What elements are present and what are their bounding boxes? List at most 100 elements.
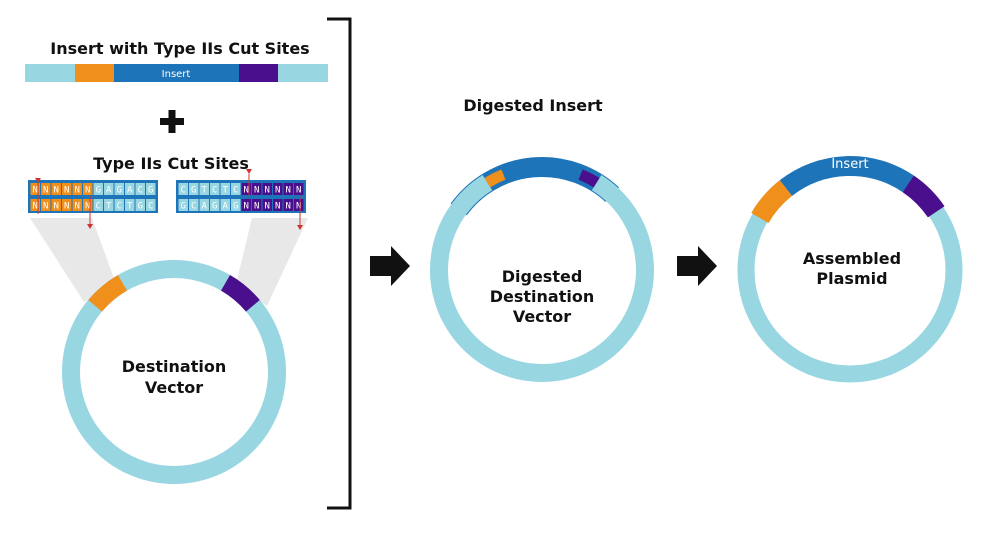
sequence-base: N [43, 202, 48, 212]
sequence-base: N [85, 202, 90, 212]
sequence-cell-top [231, 183, 241, 195]
assembled-plasmid-label-line2: Plasmid [816, 269, 887, 288]
digested-insert-title: Digested Insert [463, 96, 603, 115]
sequence-cell-top [273, 183, 283, 195]
assembled-plasmid-site-right [902, 175, 945, 218]
sequence-cell-bottom [273, 199, 283, 211]
sequence-cell-top [199, 183, 209, 195]
sequence-base: G [181, 202, 186, 212]
sequence-base: N [54, 202, 59, 212]
insert-bar-backbone-right [278, 64, 328, 82]
insert-bar: Insert [25, 64, 328, 82]
sequence-cell-bottom [146, 199, 156, 211]
sequence-base: G [212, 202, 217, 212]
sequence-base: C [96, 202, 101, 212]
sequence-cell-bottom [252, 199, 262, 211]
sequence-cell-bottom [262, 199, 272, 211]
sequence-cell-top [262, 183, 272, 195]
sequence-cell-bottom [241, 199, 251, 211]
sequence-base: G [233, 202, 238, 212]
digested-vector: Digested Destination Vector [430, 169, 654, 382]
insert-title: Insert with Type IIs Cut Sites [50, 39, 309, 58]
sequence-base: N [244, 202, 249, 212]
sequence-cell-bottom [125, 199, 135, 211]
assembled-plasmid: Insert Assembled Plasmid [737, 156, 963, 383]
destination-vector-label-line1: Destination [122, 357, 227, 376]
cut-marker-right-icon [246, 169, 303, 230]
destination-vector-site-left [88, 275, 128, 312]
digested-vector-site-left [484, 169, 506, 188]
assembled-plasmid-site-left [751, 180, 793, 224]
sequence-cell-bottom [30, 199, 40, 211]
sequence-cell-top [72, 183, 82, 195]
sequence-base: N [254, 202, 259, 212]
sequence-cell-top [189, 183, 199, 195]
sequence-cell-top [210, 183, 220, 195]
insert-bar-site-left [75, 64, 114, 82]
digested-vector-site-right [578, 169, 600, 188]
digested-vector-label-line3: Vector [513, 307, 571, 326]
sequence-cell-bottom [210, 199, 220, 211]
bracket [327, 17, 352, 510]
assembled-plasmid-insert-arc [779, 156, 914, 197]
sequence-base: N [296, 186, 301, 196]
destination-vector-backbone [62, 260, 286, 484]
sequence-cell-bottom [189, 199, 199, 211]
sequence-base: N [265, 186, 270, 196]
sequence-base: G [191, 186, 196, 196]
sequence-base: N [296, 202, 301, 212]
sequence-base: N [43, 186, 48, 196]
sequence-base: N [64, 186, 69, 196]
sequence-cell-bottom [83, 199, 93, 211]
sequence-base: C [212, 186, 217, 196]
sequence-base: G [148, 186, 153, 196]
sequence-base: C [117, 202, 122, 212]
sequence-base: T [202, 186, 208, 196]
sequence-base: C [233, 186, 238, 196]
sequence-base: T [127, 202, 133, 212]
plus-icon [160, 110, 184, 133]
sequence-cell-bottom [41, 199, 51, 211]
sequence-cell-bottom [294, 199, 304, 211]
sequence-base: G [96, 186, 101, 196]
cut-marker-left-icon [35, 178, 93, 229]
sequence-cell-bottom [199, 199, 209, 211]
sequence-cell-top [294, 183, 304, 195]
sequence-cell-bottom [62, 199, 72, 211]
right-site-zoom-shadow [236, 218, 308, 306]
sequence-cell-bottom [283, 199, 293, 211]
assembled-plasmid-insert-label: Insert [831, 157, 868, 172]
insert-bar-backbone-left [25, 64, 75, 82]
sequence-cell-top [93, 183, 103, 195]
sequence-base: A [202, 202, 208, 212]
insert-bar-site-right [239, 64, 278, 82]
sequence-cell-bottom [231, 199, 241, 211]
sequence-cell-bottom [93, 199, 103, 211]
sequence-base: C [138, 186, 143, 196]
sequence-base: N [75, 186, 80, 196]
digested-vector-label-line1: Digested [502, 267, 583, 286]
sequence-base: N [244, 186, 249, 196]
assembled-plasmid-label-line1: Assembled [803, 249, 901, 268]
digested-insert-label: Insert [522, 131, 559, 146]
sequence-cell-top [51, 183, 61, 195]
sequence-cell-bottom [220, 199, 230, 211]
sequence-cell-top [146, 183, 156, 195]
sequence-cell-top [241, 183, 251, 195]
sequence-base: N [275, 202, 280, 212]
sequence-cell-bottom [135, 199, 145, 211]
sequence-cell-bottom [104, 199, 114, 211]
sequence-base: T [223, 186, 229, 196]
sequence-base: G [117, 186, 122, 196]
sequence-cell-bottom [72, 199, 82, 211]
right-arrow-icon [370, 246, 410, 286]
sequence-cell-top [114, 183, 124, 195]
insert-bar-label: Insert [162, 69, 191, 80]
digested-vector-label-line2: Destination [490, 287, 595, 306]
sequence-cell-bottom [114, 199, 124, 211]
sequence-base: T [106, 202, 112, 212]
sequence-base: G [138, 202, 143, 212]
sequence-cell-top [125, 183, 135, 195]
